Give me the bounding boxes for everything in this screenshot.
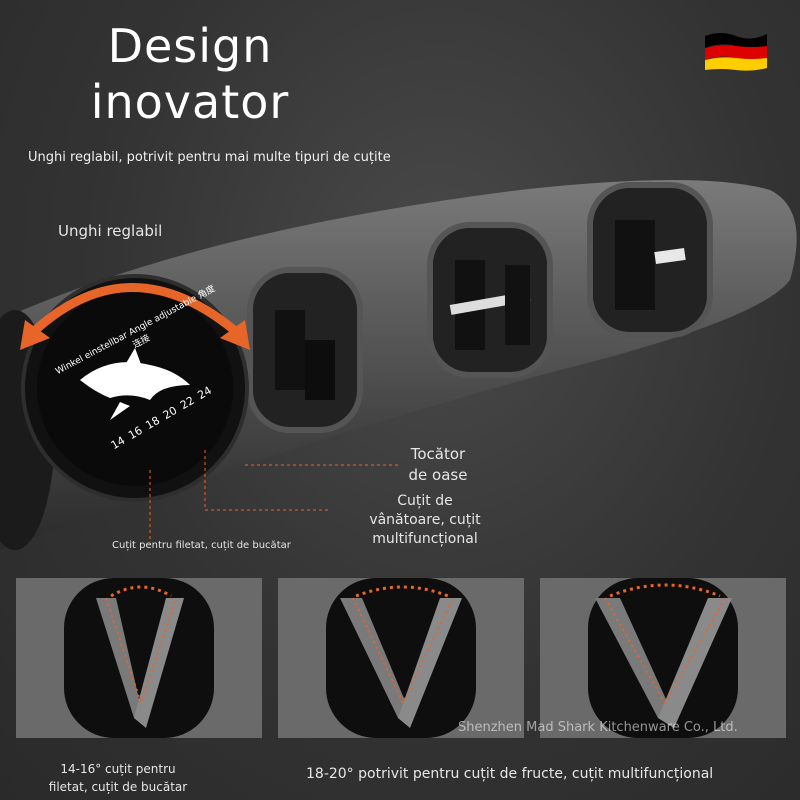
sharpening-slot — [247, 267, 363, 433]
label-line: Cuțit de — [397, 493, 453, 509]
label-hunting-knife: Cuțit de vânătoare, cuțit multifuncționa… — [330, 492, 520, 549]
caption-18-20: 18-20° potrivit pentru cuțit de fructe, … — [306, 766, 714, 782]
label-bone-chopper: Tocător de oase — [378, 444, 498, 486]
angle-panel-14-16 — [16, 578, 262, 738]
angle-panel-18-20 — [278, 578, 524, 738]
title-line-1: Design — [107, 19, 273, 73]
title-line-2: inovator — [90, 75, 290, 129]
angle-panel-wide — [540, 578, 786, 738]
label-line: multifuncțional — [372, 531, 478, 547]
label-line: vânătoare, cuțit — [369, 512, 481, 528]
watermark: Shenzhen Mad Shark Kitchenware Co., Ltd. — [458, 720, 738, 735]
caption-line: 14-16° cuțit pentru — [60, 762, 176, 776]
label-adjustable-angle: Unghi reglabil — [58, 222, 163, 240]
label-line: Tocător — [410, 445, 466, 463]
page-title: Design inovator — [70, 18, 310, 130]
caption-14-16: 14-16° cuțit pentru filetat, cuțit de bu… — [38, 760, 198, 796]
german-flag-icon — [705, 33, 767, 71]
caption-line: filetat, cuțit de bucătar — [48, 780, 188, 794]
label-fillet-knife: Cuțit pentru filetat, cuțit de bucătar — [112, 540, 291, 551]
label-line: de oase — [408, 466, 468, 484]
sharpening-slot — [427, 222, 553, 378]
sharpening-slot — [587, 182, 713, 338]
subtitle: Unghi reglabil, potrivit pentru mai mult… — [28, 150, 391, 165]
sharpener-illustration — [0, 180, 797, 550]
angle-dial — [21, 274, 249, 502]
